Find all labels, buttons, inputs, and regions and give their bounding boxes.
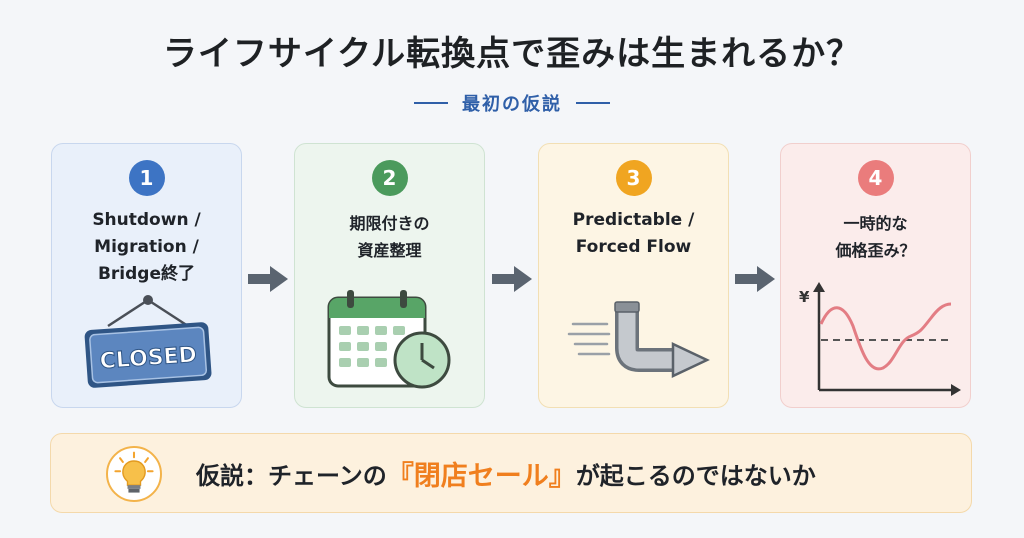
step-number: 4 [857,160,894,196]
price-line [819,302,952,371]
price-distortion-chart: ¥ [799,282,961,396]
hypothesis-text: 仮説：チェーンの『閉店セール』が起こるのではないか [196,434,816,512]
subtitle-row: 最初の仮説 [0,90,1024,116]
step-card-shutdown: 1 Shutdown / Migration / Bridge終了 CLOSED [51,143,242,408]
hypothesis-prefix: 仮説：チェーンの [196,461,387,490]
hypothesis-suffix: が起こるのではないか [575,461,816,490]
subtitle-line-left [414,102,448,104]
page-title: ライフサイクル転換点で歪みは生まれるか？ [162,34,862,74]
arrow-right-icon [735,266,775,292]
step-label: Predictable / Forced Flow [572,210,695,257]
arrow-right-icon [492,266,532,292]
step-label: 一時的な 価格歪み？ [835,214,916,260]
step-card-forced-flow: 3 Predictable / Forced Flow [538,143,729,408]
step-number: 2 [371,160,408,196]
arrow-right-icon [248,266,288,292]
hypothesis-box: 仮説：チェーンの『閉店セール』が起こるのではないか [50,433,972,513]
step-card-price-distortion: 4 一時的な 価格歪み？ ¥ [780,143,971,408]
lightbulb-icon [106,446,162,502]
step-number: 3 [615,160,652,196]
closed-sign-icon: CLOSED [84,295,212,388]
pipe-flow-icon [567,301,710,378]
step-number: 1 [128,160,165,196]
step-label: 期限付きの 資産整理 [349,214,430,260]
subtitle-line-right [576,102,610,104]
yen-axis-label: ¥ [799,288,810,306]
step-label: Shutdown / Migration / Bridge終了 [92,210,201,284]
hypothesis-emphasis: 『閉店セール』 [386,460,576,492]
calendar-clock-icon [327,290,451,389]
subtitle: 最初の仮説 [462,94,562,115]
step-card-asset-liquidation: 2 期限付きの 資産整理 [294,143,485,408]
